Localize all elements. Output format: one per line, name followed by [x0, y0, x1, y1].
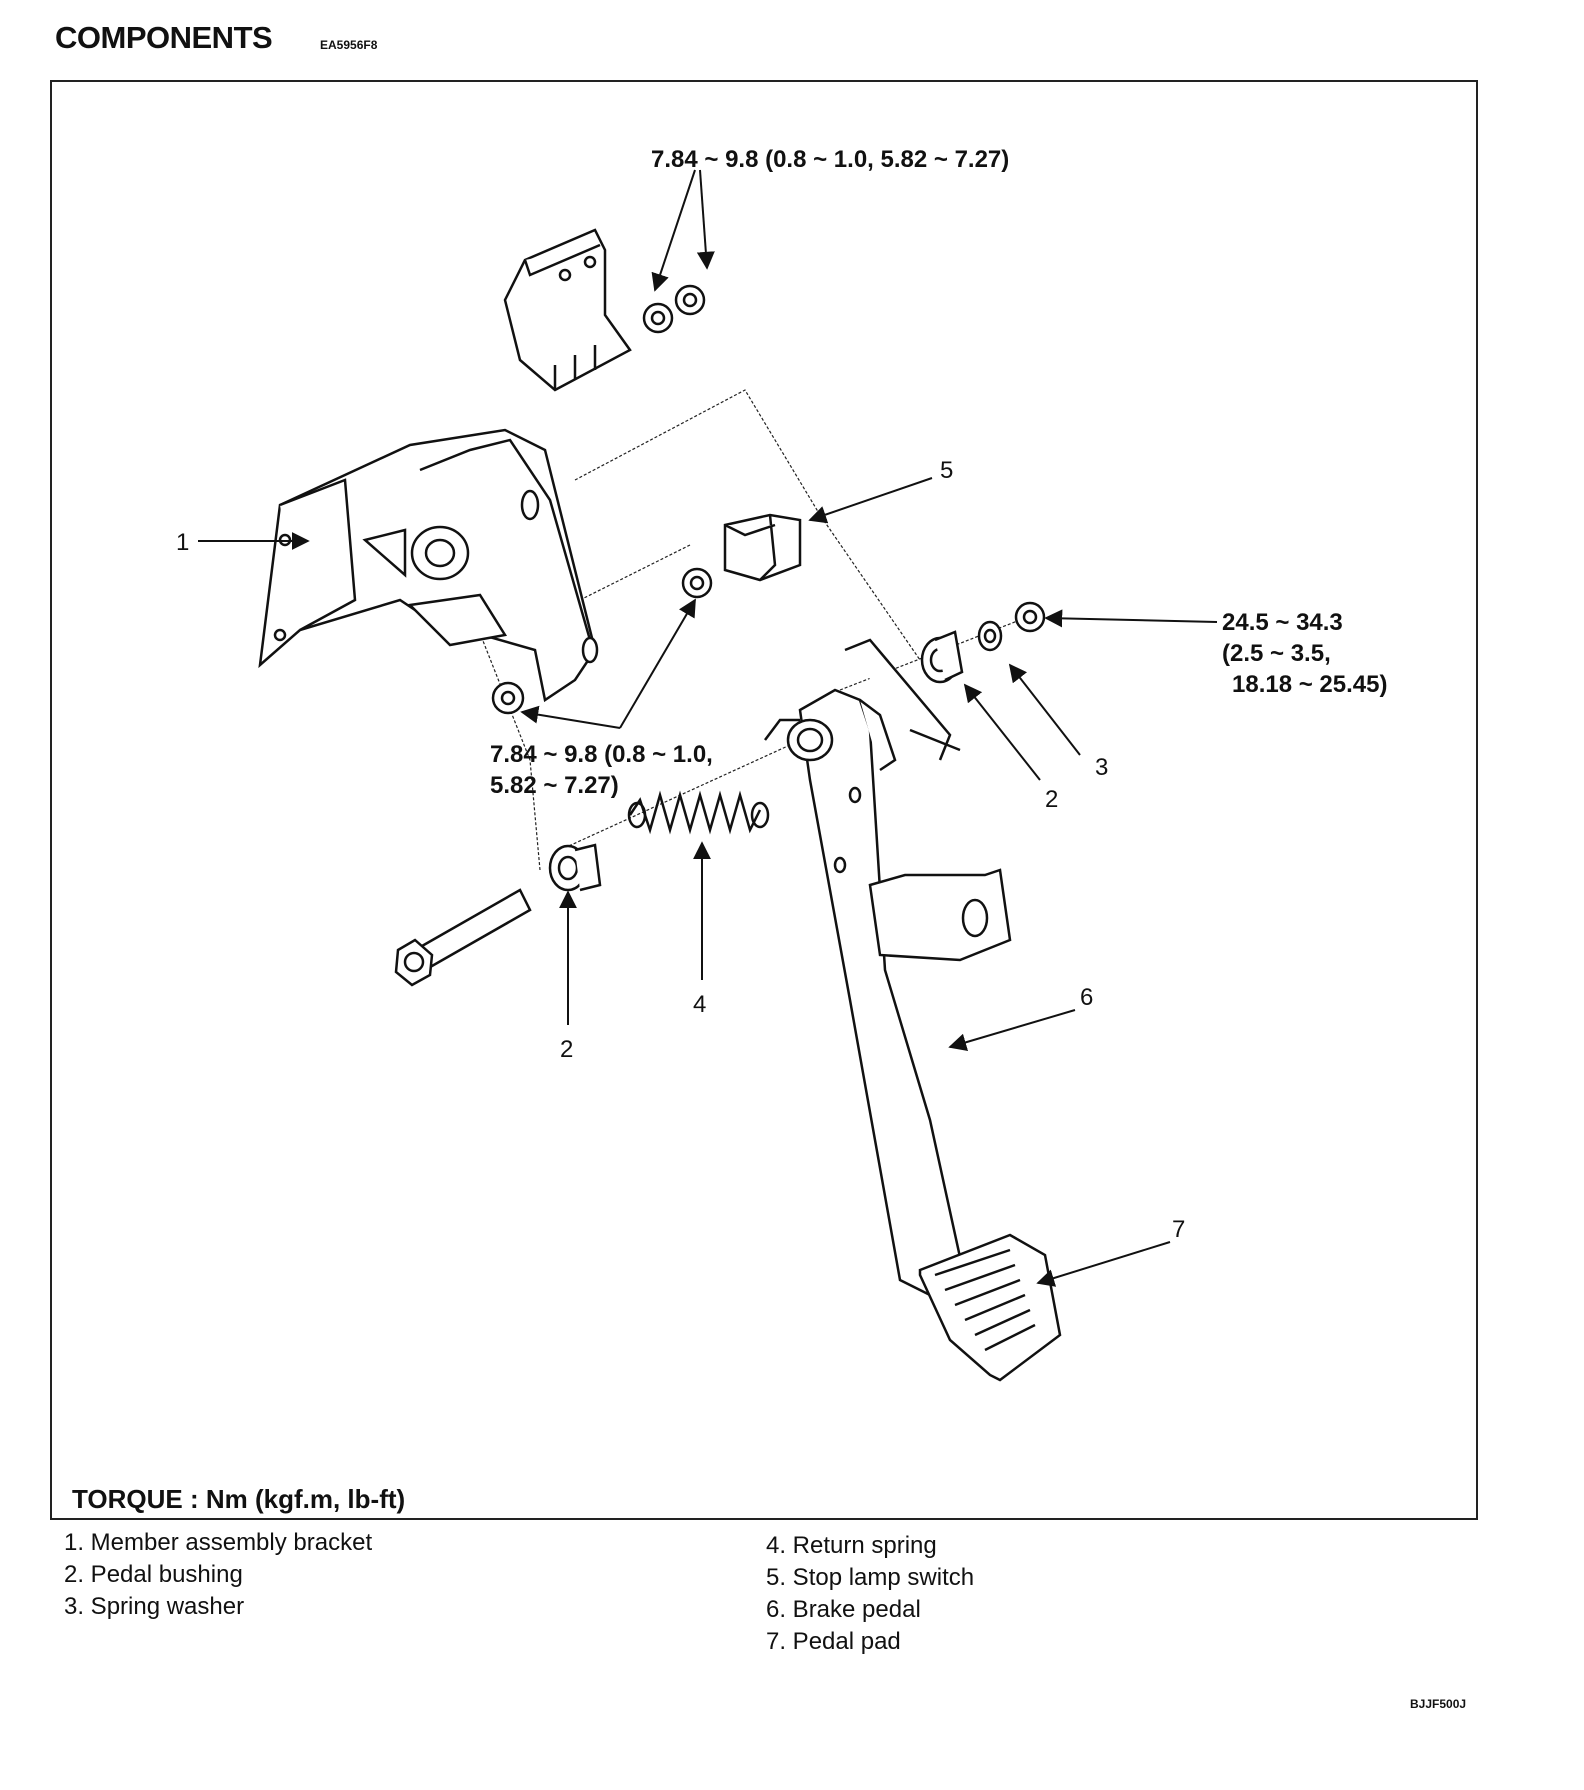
right-pedal-bushing	[920, 630, 964, 684]
upper-mounting-bracket	[503, 228, 632, 392]
brake-pedal	[764, 638, 967, 1302]
legend-right: 4. Return spring 5. Stop lamp switch 6. …	[766, 1530, 974, 1658]
figure-code: BJJF500J	[1410, 1697, 1467, 1711]
section-code: EA5956F8	[320, 38, 378, 52]
legend-item-3: 3. Spring washer	[64, 1593, 245, 1620]
return-spring	[627, 790, 770, 835]
pedal-pad	[918, 1233, 1062, 1382]
callout-2-left: 2	[560, 1036, 573, 1063]
legend-item-4: 4. Return spring	[766, 1532, 937, 1559]
leader-arrows	[198, 169, 1218, 1287]
callout-5: 5	[940, 457, 953, 484]
legend-item-6: 6. Brake pedal	[766, 1596, 921, 1623]
torque-label-right-nut-line3: 18.18 ~ 25.45)	[1232, 671, 1387, 698]
legend-item-7: 7. Pedal pad	[766, 1628, 901, 1655]
legend-item-5: 5. Stop lamp switch	[766, 1564, 975, 1591]
page-title: COMPONENTS	[55, 20, 273, 55]
legend-left: 1. Member assembly bracket 2. Pedal bush…	[64, 1527, 372, 1623]
spring-washer	[977, 620, 1003, 652]
diagram-frame	[50, 80, 1478, 1520]
callout-7: 7	[1172, 1216, 1185, 1243]
callout-4: 4	[693, 991, 706, 1018]
torque-label-top-nuts: 7.84 ~ 9.8 (0.8 ~ 1.0, 5.82 ~ 7.27)	[651, 146, 1009, 173]
callout-2-right: 2	[1045, 786, 1058, 813]
torque-label-right-nut-line1: 24.5 ~ 34.3	[1222, 609, 1343, 636]
pedal-nut	[1014, 601, 1046, 633]
middle-nuts	[491, 567, 713, 715]
legend-item-1: 1. Member assembly bracket	[64, 1529, 373, 1556]
left-pedal-bushing	[548, 843, 602, 892]
callout-6: 6	[1080, 984, 1093, 1011]
callout-3: 3	[1095, 754, 1108, 781]
top-nuts	[642, 284, 706, 334]
pedal-switch-bracket	[868, 868, 1012, 962]
torque-label-right-nut-line2: (2.5 ~ 3.5,	[1222, 640, 1331, 667]
torque-label-middle-nuts-line2: 5.82 ~ 7.27)	[490, 772, 619, 799]
member-assembly-bracket	[258, 428, 599, 703]
stop-lamp-switch	[723, 513, 802, 582]
pivot-bolt	[394, 888, 532, 987]
torque-unit-caption: TORQUE : Nm (kgf.m, lb-ft)	[72, 1484, 405, 1514]
legend-item-2: 2. Pedal bushing	[64, 1561, 243, 1588]
torque-label-middle-nuts-line1: 7.84 ~ 9.8 (0.8 ~ 1.0,	[490, 741, 713, 768]
callout-1: 1	[176, 529, 189, 556]
